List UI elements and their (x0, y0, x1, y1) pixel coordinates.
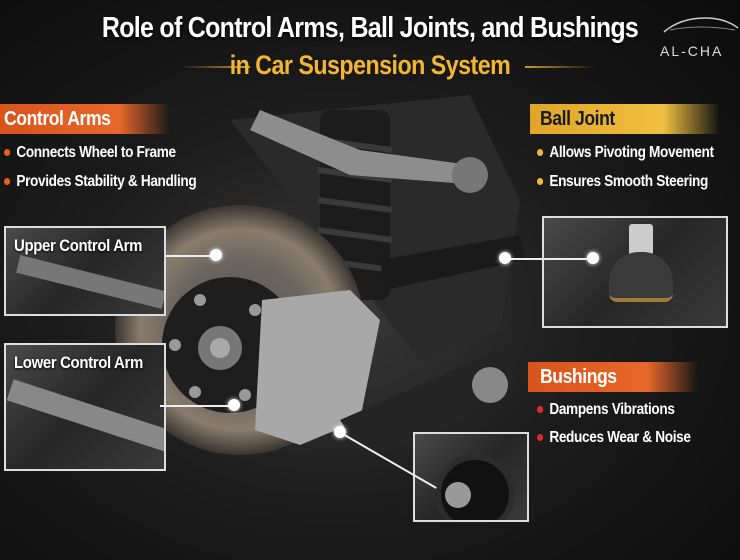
subtitle-rule-left (180, 66, 250, 68)
ball-joint-inset (542, 216, 728, 328)
bullet-dot (537, 149, 544, 157)
brake-caliper (255, 290, 380, 445)
upper-control-arm-label: Upper Control Arm (14, 236, 143, 255)
car-logo-icon (663, 17, 739, 33)
drive-shaft (380, 235, 525, 290)
logo-text: AL-CHA (660, 43, 724, 59)
lower-control-arm-label: Lower Control Arm (14, 353, 143, 372)
ball-joint-bullet: Ensures Smooth Steering (537, 173, 708, 191)
bushings-bullet: Reduces Wear & Noise (537, 429, 691, 447)
ball-joint-bullet: Allows Pivoting Movement (537, 144, 714, 162)
control-arms-bullet: Provides Stability & Handling (4, 173, 197, 191)
bushing-callout-dot (334, 426, 346, 438)
upper-arm-callout-line (166, 255, 216, 257)
lower-arm-callout-line (160, 405, 234, 407)
page-title: Role of Control Arms, Ball Joints, and B… (101, 12, 639, 44)
upper-control-arm-inset: Upper Control Arm (4, 226, 166, 316)
upper-arm-callout-dot (210, 249, 222, 261)
ball-joint-callout-dot (587, 252, 599, 264)
lower-control-arm-inset: Lower Control Arm (4, 343, 166, 471)
bushings-heading: Bushings (528, 362, 698, 392)
bushings-bullet: Dampens Vibrations (537, 401, 675, 419)
lower-arm-callout-dot (228, 399, 240, 411)
bullet-dot (4, 178, 11, 186)
upper-control-arm-shape (250, 110, 480, 185)
lower-control-arm-shape (340, 350, 520, 450)
ball-joint-heading: Ball Joint (530, 104, 720, 134)
bullet-dot (537, 178, 544, 186)
bullet-dot (537, 406, 544, 414)
bushing-inset (413, 432, 529, 522)
control-arms-bullet: Connects Wheel to Frame (4, 144, 176, 162)
bullet-dot (4, 149, 11, 157)
page-subtitle: in Car Suspension System (229, 50, 511, 80)
ball-joint-callout-dot (499, 252, 511, 264)
control-arms-heading: Control Arms (0, 104, 170, 134)
bullet-dot (537, 434, 544, 442)
brand-logo: AL-CHA (660, 14, 740, 62)
ball-joint-callout-line (505, 258, 593, 260)
